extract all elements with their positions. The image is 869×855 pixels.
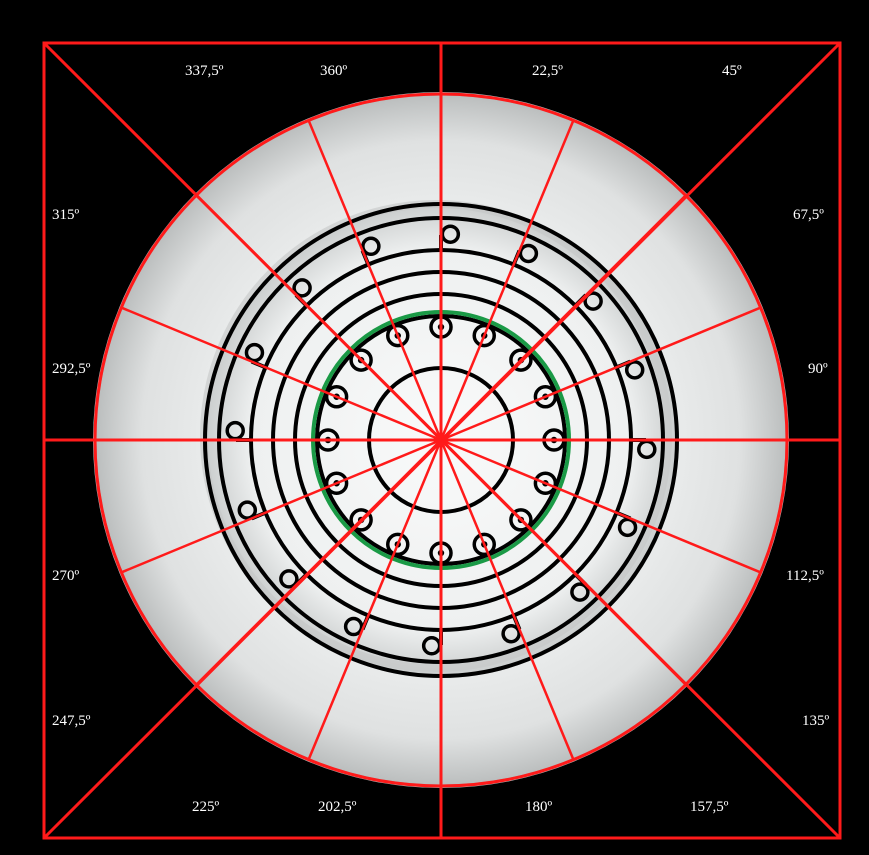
angle-label-292-5: 292,5º [52,361,91,377]
angle-label-202-5: 202,5º [318,799,357,815]
angle-label-225: 225º [192,799,220,815]
angle-label-90: 90º [808,361,828,377]
angle-label-270: 270º [52,568,80,584]
angle-label-22-5: 22,5º [532,63,563,79]
angle-label-112-5: 112,5º [786,568,824,584]
angle-guide-lines [44,43,840,838]
angle-label-45: 45º [722,63,742,79]
angle-label-247-5: 247,5º [52,713,91,729]
angle-label-315: 315º [52,207,80,223]
angle-label-67-5: 67,5º [793,207,824,223]
angle-label-135: 135º [802,713,830,729]
angle-label-180: 180º [525,799,553,815]
angle-label-337-5: 337,5º [185,63,224,79]
angle-label-360: 360º [320,63,348,79]
angle-label-157-5: 157,5º [690,799,729,815]
